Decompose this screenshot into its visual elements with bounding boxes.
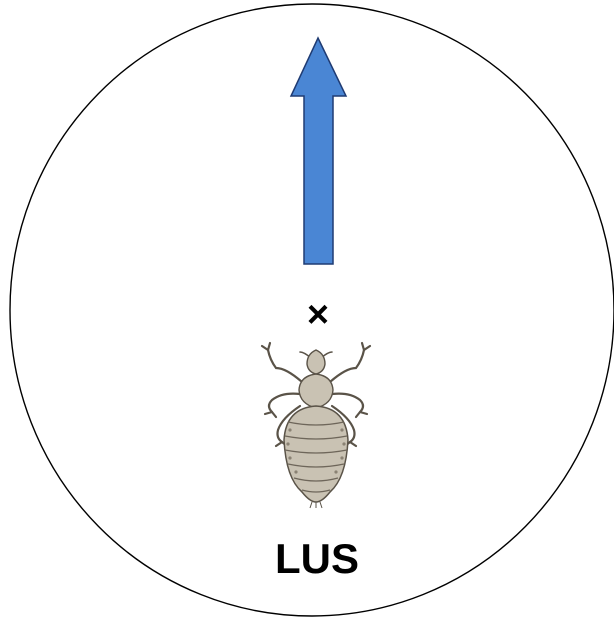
- cross-mark: ×: [307, 294, 329, 336]
- louse-label: LUS: [275, 535, 359, 582]
